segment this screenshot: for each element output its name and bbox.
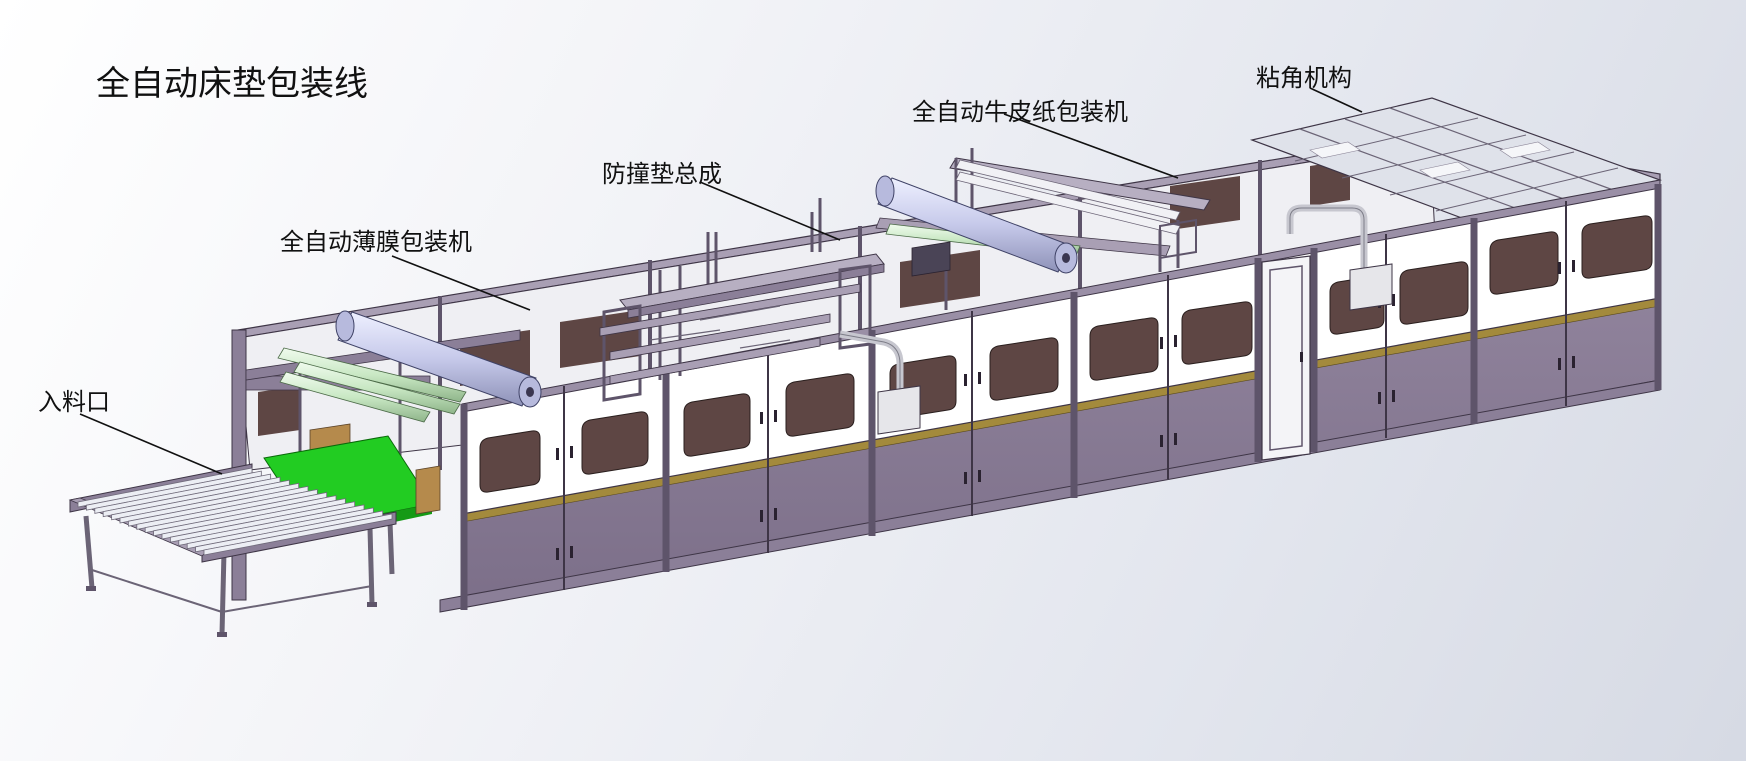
corner-mechanism-unit bbox=[1261, 204, 1393, 461]
label-film-wrapper: 全自动薄膜包装机 bbox=[280, 228, 472, 256]
label-feed-inlet: 入料口 bbox=[38, 388, 110, 416]
infeed-roller-conveyor bbox=[68, 463, 397, 637]
leader-bumper-assembly bbox=[699, 181, 841, 241]
leader-kraft-wrapper bbox=[1003, 113, 1179, 179]
label-kraft-wrapper: 全自动牛皮纸包装机 bbox=[912, 98, 1128, 126]
label-corner-mechanism: 粘角机构 bbox=[1256, 64, 1352, 92]
film-roll bbox=[335, 310, 542, 408]
film-wrapper-unit bbox=[245, 310, 542, 477]
kraft-wrapper-unit bbox=[875, 148, 1211, 310]
kraft-paper-roll bbox=[875, 175, 1078, 274]
leader-corner-mechanism bbox=[1309, 87, 1363, 113]
conveyor-roller bbox=[203, 513, 393, 556]
leader-film-wrapper bbox=[391, 255, 531, 311]
bumper-assembly bbox=[599, 198, 921, 435]
label-bumper-assembly: 防撞垫总成 bbox=[602, 160, 722, 188]
leader-feed-inlet bbox=[79, 413, 223, 475]
roof-panels bbox=[1249, 97, 1663, 225]
leader-lines bbox=[79, 87, 1363, 475]
diagram-title: 全自动床垫包装线 bbox=[96, 64, 368, 104]
